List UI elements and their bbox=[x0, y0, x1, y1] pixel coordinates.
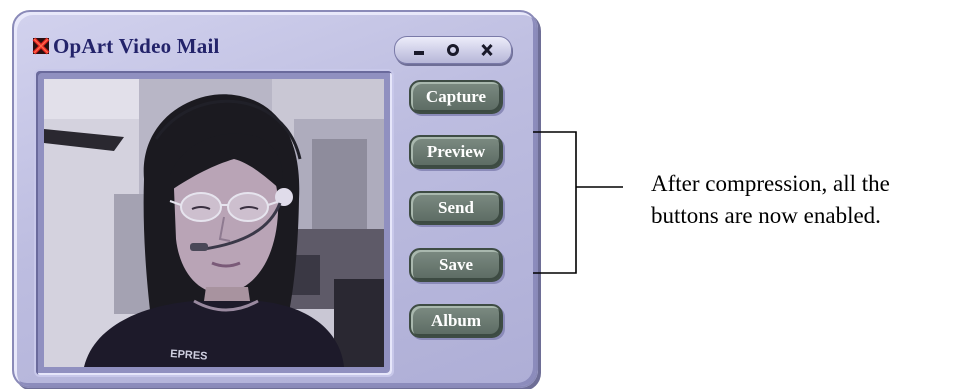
annotation-bracket bbox=[533, 131, 623, 274]
annotation-text: After compression, all the buttons are n… bbox=[651, 168, 957, 232]
album-button[interactable]: Album bbox=[409, 304, 503, 338]
close-button[interactable] bbox=[474, 39, 500, 61]
video-preview-frame: EPRES bbox=[36, 71, 392, 375]
maximize-button[interactable] bbox=[440, 39, 466, 61]
maximize-icon bbox=[447, 44, 459, 56]
app-title: OpArt Video Mail bbox=[53, 33, 220, 58]
shirt-text: EPRES bbox=[170, 348, 208, 363]
send-button[interactable]: Send bbox=[409, 191, 503, 225]
minimize-button[interactable] bbox=[406, 39, 432, 61]
minimize-icon bbox=[414, 51, 424, 55]
window-controls bbox=[394, 36, 512, 64]
annotation-line-1: After compression, all the bbox=[651, 171, 890, 196]
capture-button[interactable]: Capture bbox=[409, 80, 503, 114]
webcam-image: EPRES bbox=[44, 79, 384, 367]
video-preview: EPRES bbox=[44, 79, 384, 367]
preview-button[interactable]: Preview bbox=[409, 135, 503, 169]
annotation-line-2: buttons are now enabled. bbox=[651, 203, 881, 228]
save-button[interactable]: Save bbox=[409, 248, 503, 282]
close-icon bbox=[481, 43, 493, 57]
video-mail-window: OpArt Video Mail bbox=[12, 10, 538, 388]
app-logo-icon bbox=[32, 37, 50, 55]
title-bar: OpArt Video Mail bbox=[32, 32, 220, 60]
action-buttons: Capture Preview Send Save Album bbox=[409, 80, 507, 362]
